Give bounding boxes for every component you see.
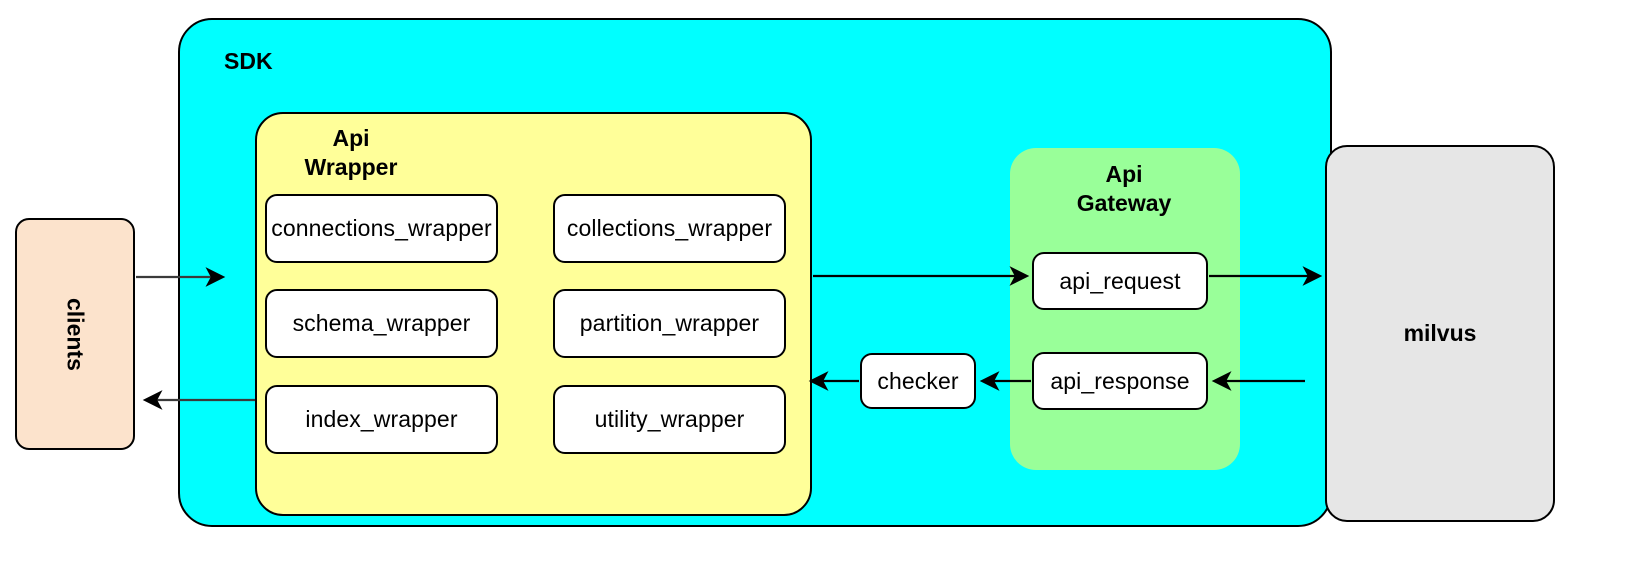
milvus-node[interactable]: milvus: [1325, 145, 1555, 522]
node-api-response[interactable]: api_response: [1032, 352, 1208, 410]
api-wrapper-label-line2: Wrapper: [304, 153, 398, 180]
api-wrapper-label: Api Wrapper: [281, 124, 421, 182]
clients-label: clients: [62, 297, 89, 371]
node-label: partition_wrapper: [579, 310, 760, 336]
node-label: utility_wrapper: [594, 406, 745, 432]
milvus-label: milvus: [1403, 320, 1477, 346]
node-connections-wrapper[interactable]: connections_wrapper: [265, 194, 498, 263]
clients-node[interactable]: clients: [15, 218, 135, 450]
api-gateway-label-line2: Gateway: [1076, 189, 1172, 216]
api-wrapper-label-line1: Api: [332, 125, 370, 151]
node-label: checker: [877, 367, 959, 394]
node-label: schema_wrapper: [292, 310, 471, 336]
sdk-label: SDK: [224, 48, 273, 74]
node-api-request[interactable]: api_request: [1032, 252, 1208, 310]
node-label: api_response: [1050, 367, 1190, 394]
node-collections-wrapper[interactable]: collections_wrapper: [553, 194, 786, 263]
node-utility-wrapper[interactable]: utility_wrapper: [553, 385, 786, 454]
node-schema-wrapper[interactable]: schema_wrapper: [265, 289, 498, 358]
api-gateway-label-line1: Api: [1105, 161, 1143, 187]
node-label: api_request: [1059, 267, 1181, 294]
node-label: collections_wrapper: [566, 215, 773, 241]
node-checker[interactable]: checker: [860, 353, 976, 409]
node-partition-wrapper[interactable]: partition_wrapper: [553, 289, 786, 358]
node-label: connections_wrapper: [271, 215, 492, 241]
api-gateway-label: Api Gateway: [1024, 160, 1224, 218]
node-index-wrapper[interactable]: index_wrapper: [265, 385, 498, 454]
node-label: index_wrapper: [305, 406, 458, 432]
